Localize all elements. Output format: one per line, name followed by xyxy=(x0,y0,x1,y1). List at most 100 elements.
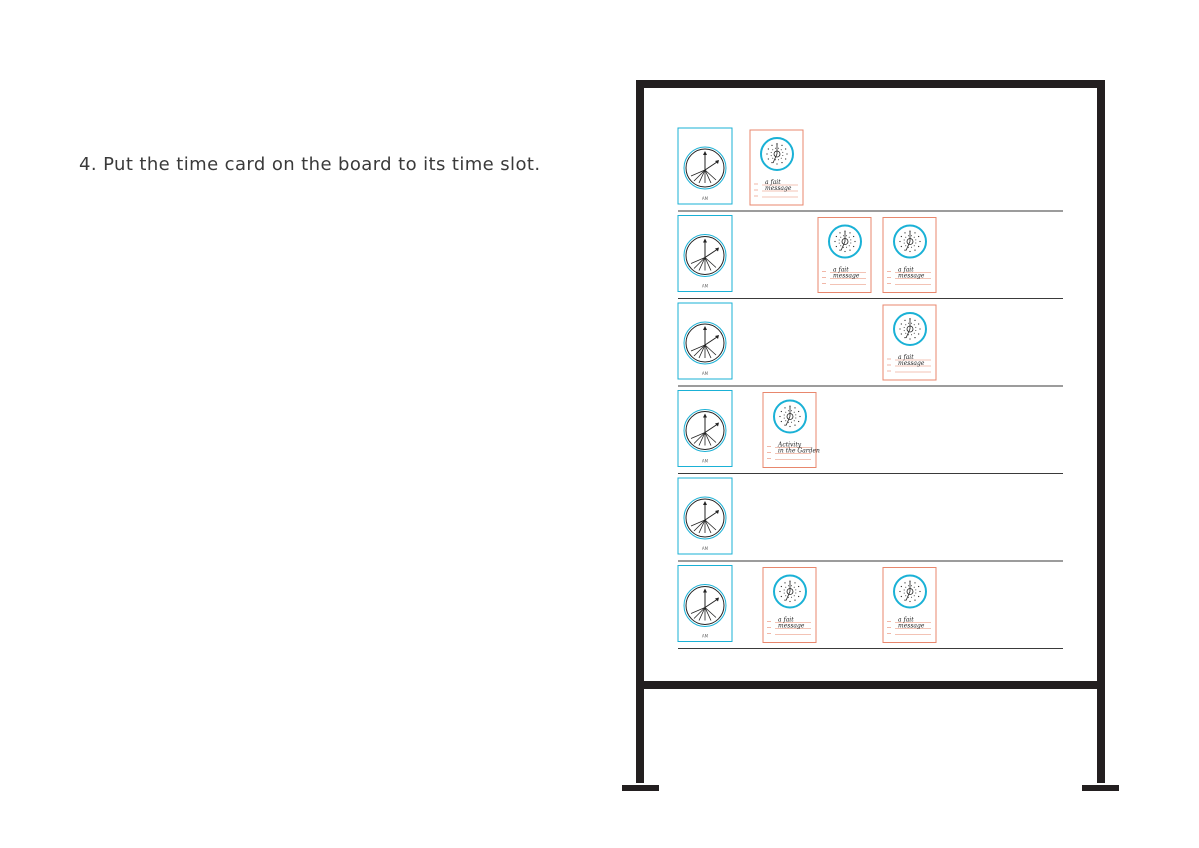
time-clock-dot xyxy=(789,405,791,408)
time-clock-dot xyxy=(839,249,841,251)
time-card-note: message xyxy=(898,360,925,367)
frame-left-leg xyxy=(636,80,644,783)
time-clock-dot xyxy=(838,239,840,241)
slot-clock-ray xyxy=(704,257,717,268)
slot-clock-hand xyxy=(704,249,718,258)
slot-card-border xyxy=(677,390,733,467)
time-clock-dot xyxy=(903,239,905,241)
time-clock-dot xyxy=(915,326,917,328)
time-clock-dot xyxy=(787,596,789,598)
slot-card-label: AM xyxy=(702,284,709,289)
time-clock-dot xyxy=(848,245,850,247)
time-clock-hand xyxy=(905,591,911,601)
time-clock-dot xyxy=(904,232,906,234)
slot-card: AM xyxy=(677,565,733,642)
time-clock-dot xyxy=(795,592,797,594)
slot-card: AM xyxy=(677,215,733,292)
slot-clock-ray xyxy=(693,169,706,182)
slot-card-border xyxy=(677,565,733,642)
time-clock-dot xyxy=(776,163,778,165)
frame-left-foot xyxy=(622,785,659,791)
time-clock-dot xyxy=(835,245,837,248)
time-card-note: a fait xyxy=(833,267,849,274)
slot-clock-face xyxy=(685,148,725,188)
time-clock-dot xyxy=(903,242,905,244)
time-clock-dot xyxy=(911,334,913,336)
slot-clock-ray xyxy=(693,607,706,619)
time-clock-dot xyxy=(784,424,786,426)
time-clock-ring xyxy=(893,312,927,346)
time-clock-dot xyxy=(785,158,787,160)
time-clock-dot xyxy=(903,326,905,328)
slot-clock-arrow xyxy=(715,510,719,514)
time-clock-dot xyxy=(795,589,797,591)
slot-clock-hand xyxy=(704,336,718,346)
slot-card-label: AM xyxy=(702,459,709,464)
slot-clock-ray xyxy=(690,432,706,439)
slot-card: AM xyxy=(677,390,733,467)
slot-clock-ray xyxy=(704,607,717,618)
time-clock-dot xyxy=(793,411,795,413)
slot-clock-ray xyxy=(693,432,706,444)
slot-clock-ray xyxy=(690,169,706,177)
time-clock-dot xyxy=(785,411,787,413)
time-clock-dot xyxy=(782,151,784,153)
slot-clock-arrow xyxy=(703,588,707,593)
time-clock-dot xyxy=(780,410,782,413)
time-clock-ring xyxy=(773,574,807,609)
time-clock-dot xyxy=(900,595,902,598)
time-clock-dot xyxy=(842,246,844,248)
time-clock-dot xyxy=(781,144,783,146)
time-clock-dot xyxy=(789,600,791,603)
time-clock-dot xyxy=(849,249,851,251)
slot-clock-hand xyxy=(704,599,718,608)
time-clock-dot xyxy=(784,582,786,584)
slot-clock-face xyxy=(685,323,725,363)
time-card-border xyxy=(762,567,817,643)
time-clock-dot xyxy=(834,240,836,243)
slot-clock-face xyxy=(685,236,725,275)
time-clock-dot xyxy=(905,245,907,247)
slot-clock-ray xyxy=(698,344,706,359)
time-clock-dot xyxy=(778,147,780,149)
time-clock-dot xyxy=(900,585,902,588)
time-clock-ring xyxy=(893,574,927,609)
time-clock-dot xyxy=(903,592,905,594)
time-clock-dot xyxy=(905,595,907,597)
time-clock-dot xyxy=(854,240,856,243)
time-clock-dot xyxy=(913,245,915,247)
time-card-note: a fait xyxy=(898,267,914,274)
time-clock-ring xyxy=(893,224,927,259)
slot-clock-ring xyxy=(683,496,727,540)
time-clock-dot xyxy=(786,153,788,155)
time-clock-dot xyxy=(791,421,793,423)
time-clock-dot xyxy=(785,586,787,588)
slot-clock-ray xyxy=(690,519,706,527)
time-clock-dot xyxy=(846,246,848,248)
slot-clock-face xyxy=(685,498,725,538)
time-clock-dot xyxy=(766,153,768,155)
time-clock-dot xyxy=(900,333,902,335)
time-card-note: message xyxy=(833,273,860,280)
slot-clock-ray xyxy=(698,169,706,184)
time-clock-dot xyxy=(787,410,789,412)
time-clock-dot xyxy=(918,333,920,335)
time-clock-dot xyxy=(904,249,906,251)
time-clock-dot xyxy=(900,235,902,238)
time-clock-dot xyxy=(791,410,793,412)
time-clock-dot xyxy=(914,249,916,251)
slot-clock-arrow xyxy=(703,238,707,243)
time-clock-dot xyxy=(905,586,907,588)
time-clock-dot xyxy=(794,407,796,409)
time-card-note: a fait xyxy=(898,354,914,361)
slot-clock-arrow xyxy=(703,501,707,505)
slot-clock-ray xyxy=(693,257,706,269)
